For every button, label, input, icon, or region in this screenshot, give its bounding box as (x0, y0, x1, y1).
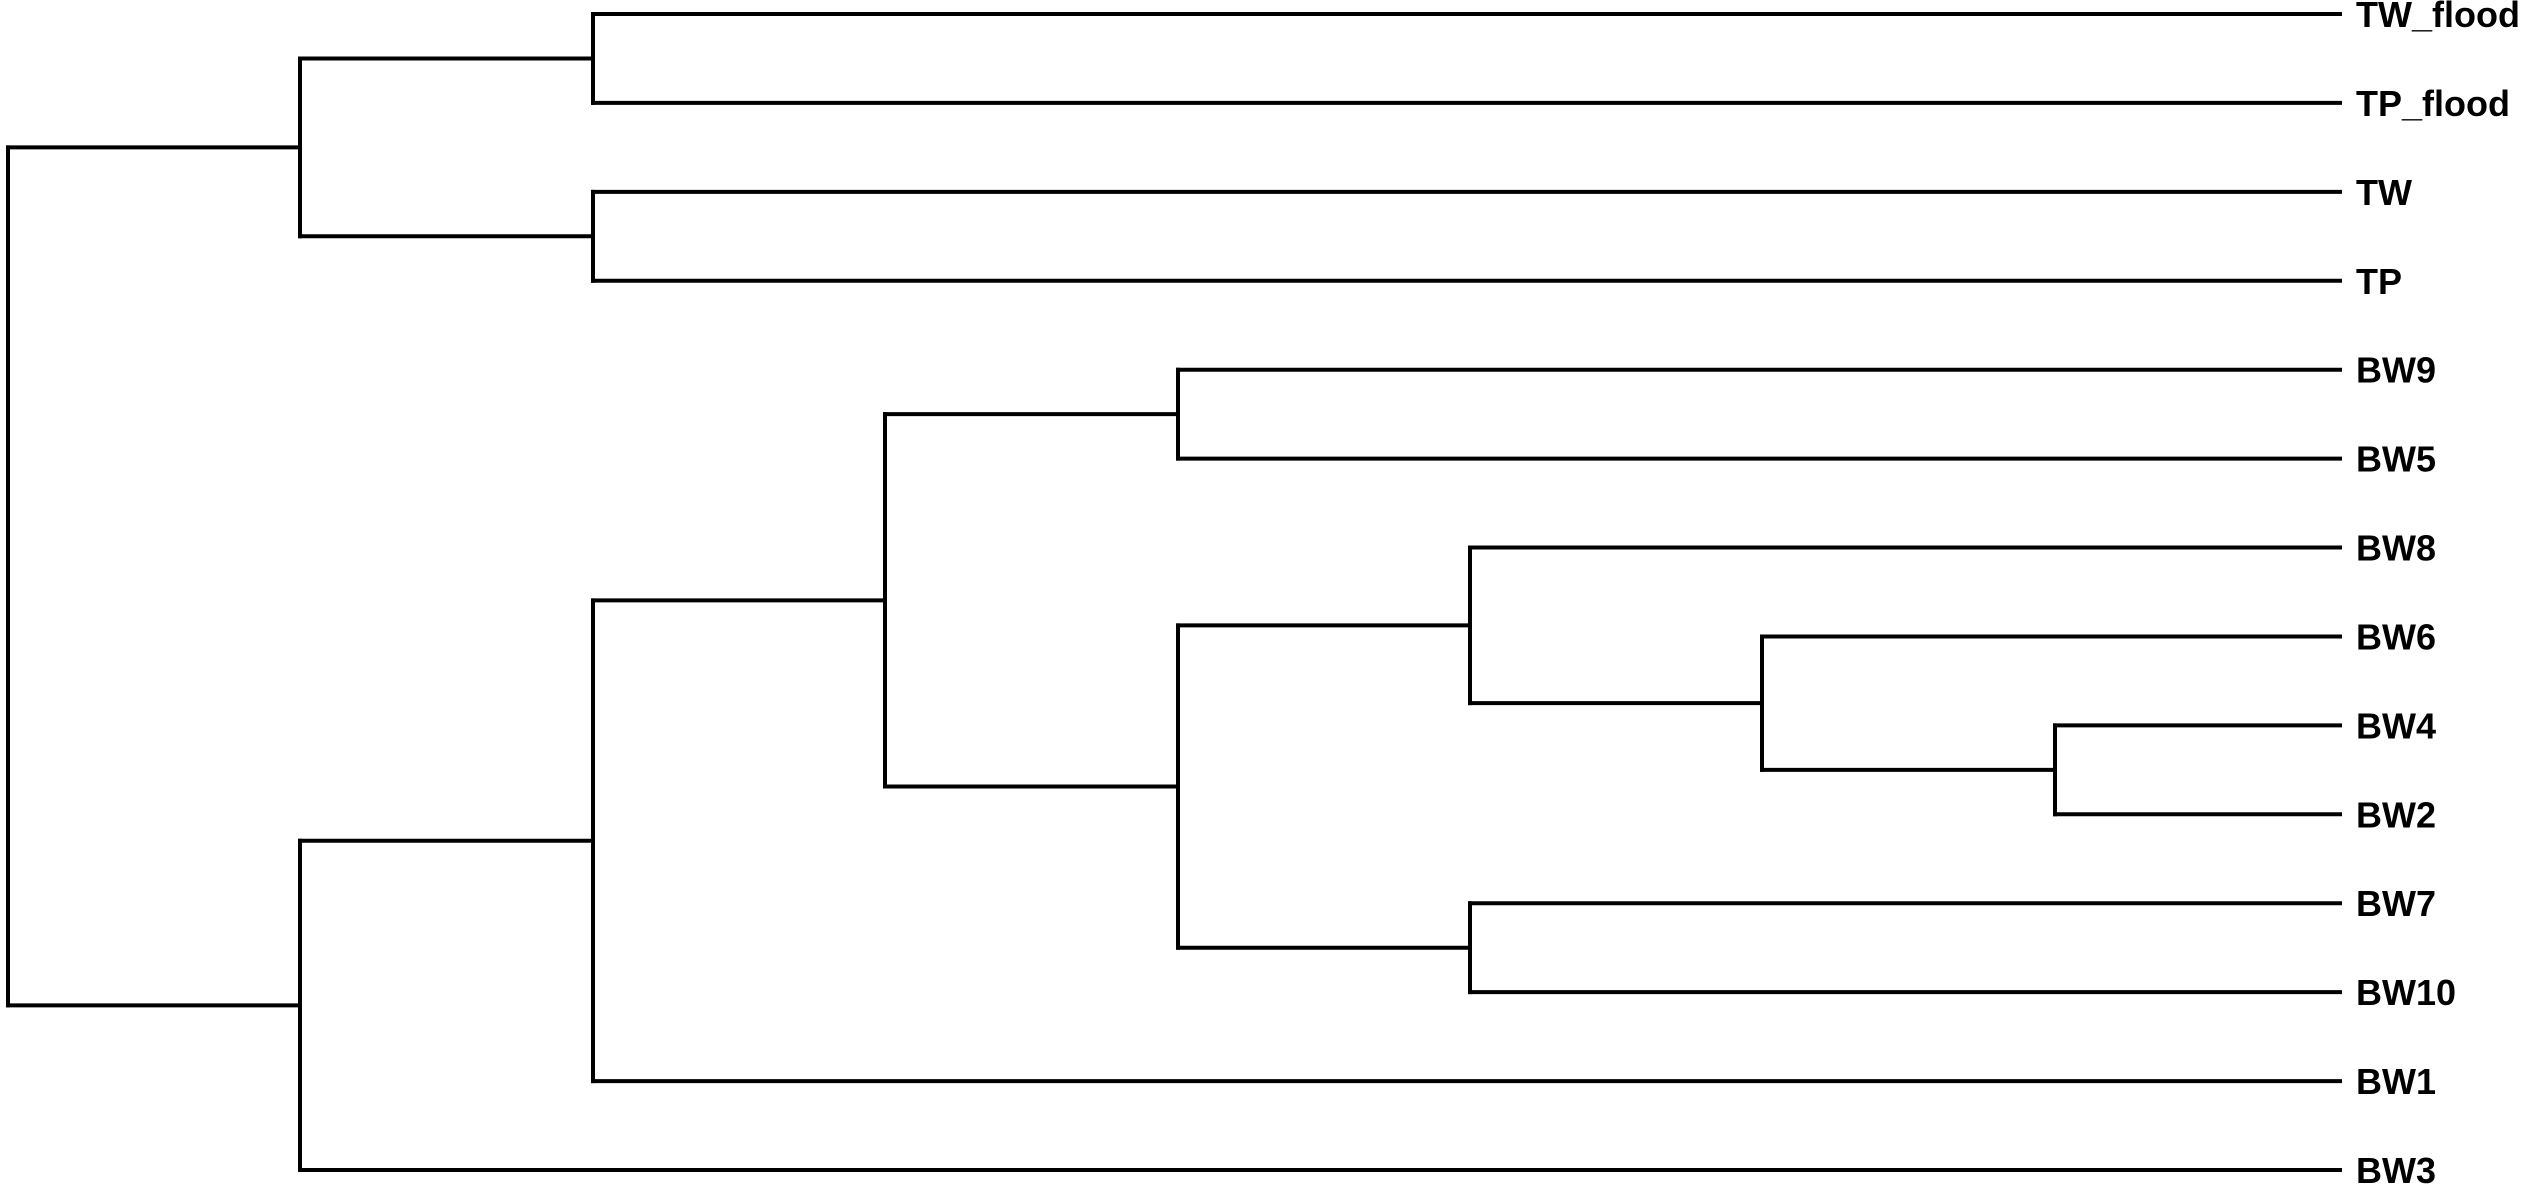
dendrogram-branches (6, 12, 2342, 1172)
leaf-label-bw8: BW8 (2356, 528, 2436, 569)
leaf-label-bw6: BW6 (2356, 616, 2436, 657)
leaf-label-tp: TP (2356, 261, 2402, 302)
leaf-label-bw7: BW7 (2356, 883, 2436, 924)
leaf-label-bw10: BW10 (2356, 972, 2456, 1013)
leaf-label-bw5: BW5 (2356, 439, 2436, 480)
leaf-label-bw2: BW2 (2356, 794, 2436, 835)
leaf-label-tw-flood: TW_flood (2356, 0, 2520, 35)
leaf-label-bw4: BW4 (2356, 705, 2436, 746)
leaf-label-bw3: BW3 (2356, 1150, 2436, 1191)
leaf-label-bw9: BW9 (2356, 350, 2436, 391)
leaf-label-tp-flood: TP_flood (2356, 83, 2510, 124)
leaf-label-tw: TW (2356, 172, 2412, 213)
leaf-label-bw1: BW1 (2356, 1061, 2436, 1102)
